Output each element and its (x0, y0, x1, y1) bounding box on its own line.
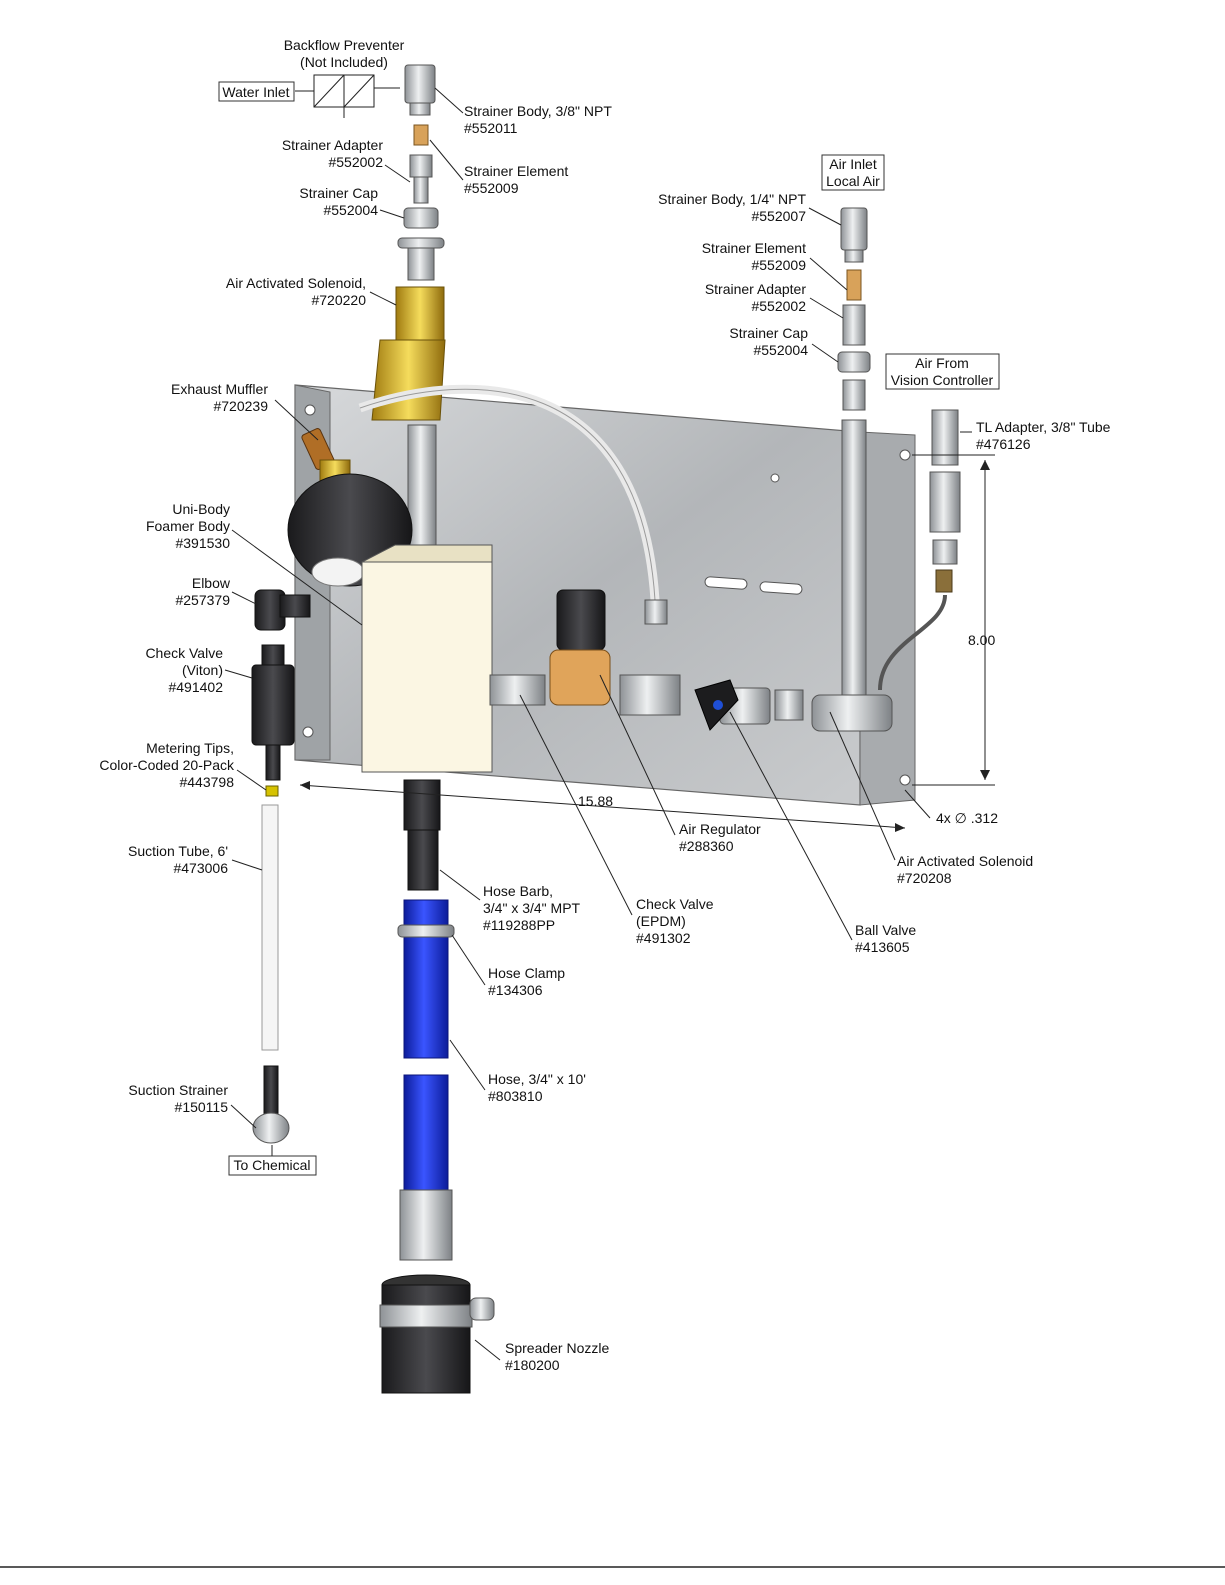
strainer-cap-right-label-line1: Strainer Cap (729, 325, 808, 341)
air-regulator-part (549, 589, 611, 706)
hose-barb-label-line1: Hose Barb, (483, 883, 553, 899)
strainer-body-14-label-line1: Strainer Body, 1/4" NPT (658, 191, 806, 207)
check-valve-epdm-label-line1: Check Valve (636, 896, 714, 912)
air-strainer-cap-part (837, 351, 871, 411)
strainer-body-38-label-line1: Strainer Body, 3/8" NPT (464, 103, 612, 119)
strainer-adapter-right-label-line2: #552002 (751, 298, 806, 314)
dim-width-label: 15.88 (578, 793, 613, 809)
strainer-element-right-label-line2: #552009 (751, 257, 806, 273)
hose-clamp-label-line2: #134306 (488, 982, 543, 998)
air-solenoid-left-label-line1: Air Activated Solenoid, (226, 275, 366, 291)
air-tube-white (358, 384, 668, 625)
water-strainer-cap-part (397, 207, 445, 281)
strainer-adapter-left-label-line1: Strainer Adapter (282, 137, 384, 153)
air-regulator-label-line1: Air Regulator (679, 821, 761, 837)
ball-valve-label-line2: #413605 (855, 939, 910, 955)
elbow-label-line2: #257379 (175, 592, 230, 608)
backflow-preventer-label-line2: (Not Included) (300, 54, 388, 70)
air-from-vision-label-line1: Air From (915, 355, 969, 371)
strainer-cap-left-label-line1: Strainer Cap (299, 185, 378, 201)
hose-barb-part (403, 779, 441, 891)
check-valve-viton-label-line1: Check Valve (145, 645, 223, 661)
to-chemical-label: To Chemical (233, 1157, 310, 1173)
right-air-solenoid-part (811, 694, 893, 732)
hose-clamp-part (397, 924, 455, 938)
labels: Backflow Preventer (Not Included) Water … (99, 37, 1110, 1373)
hose-barb-label-line3: #119288PP (483, 917, 555, 933)
strainer-cap-left-label-line2: #552004 (323, 202, 378, 218)
air-solenoid-left-label-line2: #720220 (311, 292, 366, 308)
unibody-label-line2: Foamer Body (146, 518, 230, 534)
strainer-body-14-label-line2: #552007 (751, 208, 806, 224)
ball-valve-part (694, 679, 771, 731)
metering-tips-label-line1: Metering Tips, (146, 740, 234, 756)
unibody-label-line1: Uni-Body (172, 501, 230, 517)
strainer-adapter-right-label-line1: Strainer Adapter (705, 281, 807, 297)
exhaust-muffler-label-line2: #720239 (213, 398, 268, 414)
air-strainer-adapter-part (842, 304, 866, 346)
strainer-body-38-label-line2: #552011 (464, 120, 518, 136)
hose-upper-part (403, 899, 449, 1059)
dim-height-label: 8.00 (968, 632, 995, 648)
metering-tips-label-line3: #443798 (179, 774, 234, 790)
hose-barb-label-line2: 3/4" x 3/4" MPT (483, 900, 581, 916)
leader-lines (224, 87, 972, 1361)
air-inlet-label-line1: Air Inlet (829, 156, 877, 172)
check-valve-viton-label-line3: #491402 (168, 679, 223, 695)
ball-valve-label-line1: Ball Valve (855, 922, 916, 938)
suction-tube-label-line2: #473006 (173, 860, 228, 876)
metering-tips-label-line2: Color-Coded 20-Pack (99, 757, 235, 773)
air-strainer-element-part (846, 269, 862, 301)
water-strainer-body-part (404, 64, 436, 116)
hose-label-line2: #803810 (488, 1088, 543, 1104)
tee-fitting-part (619, 674, 804, 721)
air-inlet-label-line2: Local Air (826, 173, 880, 189)
hose-lower-part (399, 1074, 453, 1261)
suction-strainer-part (252, 1065, 290, 1144)
hose-label-line1: Hose, 3/4" x 10' (488, 1071, 586, 1087)
spreader-nozzle-label-line2: #180200 (505, 1357, 560, 1373)
suction-strainer-label-line2: #150115 (175, 1099, 229, 1115)
backflow-preventer-label-line1: Backflow Preventer (284, 37, 405, 53)
check-valve-epdm-label-line3: #491302 (636, 930, 691, 946)
spreader-nozzle-label-line1: Spreader Nozzle (505, 1340, 609, 1356)
water-strainer-adapter-part (409, 154, 433, 204)
strainer-element-right-label-line1: Strainer Element (702, 240, 806, 256)
suction-strainer-label-line1: Suction Strainer (128, 1082, 228, 1098)
backflow-preventer-symbol (295, 74, 375, 118)
tl-adapter-part (878, 409, 961, 691)
check-valve-epdm-part (489, 674, 546, 706)
check-valve-viton-part (251, 644, 295, 781)
hose-clamp-label-line1: Hose Clamp (488, 965, 565, 981)
water-inlet-label: Water Inlet (222, 84, 289, 100)
suction-tube-part (261, 804, 279, 1051)
air-regulator-label-line2: #288360 (679, 838, 734, 854)
unibody-foamer-body-part (361, 544, 493, 773)
exhaust-muffler-label-line1: Exhaust Muffler (171, 381, 268, 397)
spreader-nozzle-part (379, 1274, 495, 1394)
air-line-piping-part (841, 419, 867, 701)
strainer-element-left-label-line1: Strainer Element (464, 163, 568, 179)
air-from-vision-label-line2: Vision Controller (891, 372, 994, 388)
air-solenoid-right-label-line2: #720208 (897, 870, 952, 886)
dim-holes-label: 4x ∅ .312 (936, 810, 998, 826)
tl-adapter-label-line1: TL Adapter, 3/8" Tube (976, 419, 1111, 435)
air-strainer-body-part (840, 207, 868, 263)
metering-tip-part (265, 785, 279, 797)
dimension-height-line (912, 454, 995, 786)
strainer-adapter-left-label-line2: #552002 (328, 154, 383, 170)
air-solenoid-right-label-line1: Air Activated Solenoid (897, 853, 1033, 869)
dimension-width-line (299, 781, 906, 832)
suction-tube-label-line1: Suction Tube, 6' (128, 843, 228, 859)
elbow-part (254, 589, 311, 631)
unibody-label-line3: #391530 (175, 535, 230, 551)
check-valve-viton-label-line2: (Viton) (182, 662, 223, 678)
tl-adapter-label-line2: #476126 (976, 436, 1031, 452)
water-strainer-element-part (413, 124, 429, 146)
strainer-cap-right-label-line2: #552004 (753, 342, 808, 358)
elbow-label-line1: Elbow (192, 575, 231, 591)
check-valve-epdm-label-line2: (EPDM) (636, 913, 686, 929)
strainer-element-left-label-line2: #552009 (464, 180, 519, 196)
